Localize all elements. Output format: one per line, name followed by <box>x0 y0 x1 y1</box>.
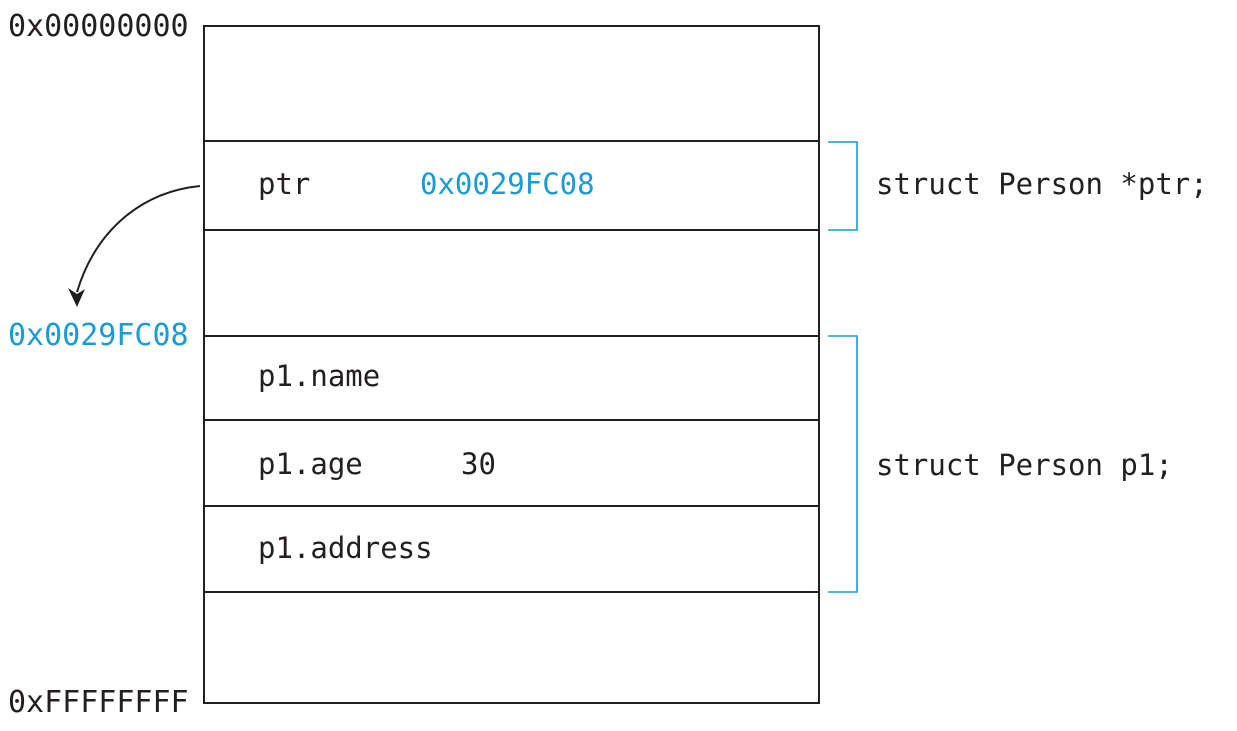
p1-declaration: struct Person p1; <box>876 448 1173 482</box>
memory-block <box>203 25 820 704</box>
pointer-arrow <box>76 185 201 293</box>
memory-divider <box>203 505 820 507</box>
ptr-bracket <box>828 141 858 231</box>
ptr-declaration: struct Person *ptr; <box>876 167 1208 201</box>
pointer-arrow-head <box>68 288 85 307</box>
ptr-cell-name: ptr <box>258 167 311 201</box>
memory-divider <box>203 140 820 142</box>
address-target-label: 0x0029FC08 <box>8 318 189 353</box>
p1-name-cell: p1.name <box>258 359 381 393</box>
memory-divider <box>203 229 820 231</box>
p1-address-cell: p1.address <box>258 531 433 565</box>
ptr-cell-value: 0x0029FC08 <box>420 167 595 201</box>
p1-bracket <box>828 335 858 593</box>
address-top-label: 0x00000000 <box>8 9 189 44</box>
memory-divider <box>203 419 820 421</box>
memory-divider <box>203 335 820 337</box>
address-bottom-label: 0xFFFFFFFF <box>8 685 189 720</box>
p1-age-cell-value: 30 <box>461 447 496 481</box>
memory-divider <box>203 591 820 593</box>
p1-age-cell-name: p1.age <box>258 447 363 481</box>
